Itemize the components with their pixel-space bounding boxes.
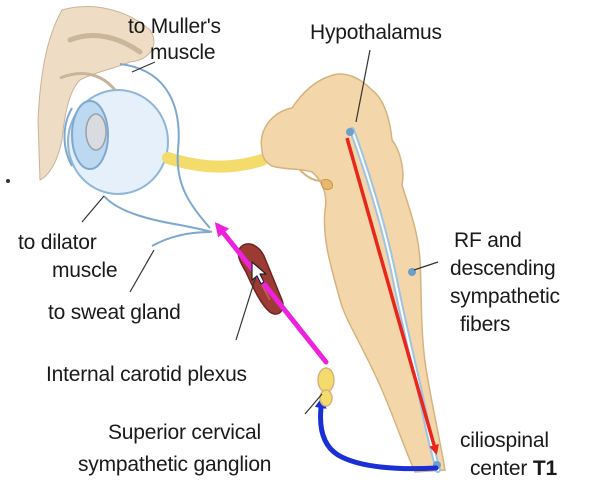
label-t1: T1 bbox=[533, 457, 557, 480]
label-rf-and: RF and bbox=[454, 228, 522, 254]
label-sweat-gland: to sweat gland bbox=[48, 300, 181, 326]
third-order-neuron-arrow bbox=[218, 226, 326, 362]
label-superior-cervical: Superior cervical bbox=[108, 420, 261, 446]
label-center-prefix: center bbox=[470, 457, 533, 480]
superior-cervical-ganglion bbox=[318, 368, 334, 406]
label-sympathetic: sympathetic bbox=[450, 284, 560, 310]
label-to-dilator: to dilator bbox=[18, 230, 97, 256]
label-sympathetic-ganglion: sympathetic ganglion bbox=[78, 452, 271, 478]
label-hypothalamus: Hypothalamus bbox=[310, 20, 442, 46]
label-mullers-muscle: muscle bbox=[150, 40, 215, 66]
label-descending: descending bbox=[450, 256, 555, 282]
label-ciliospinal: ciliospinal bbox=[460, 428, 549, 454]
label-internal-carotid-plexus: Internal carotid plexus bbox=[46, 362, 247, 388]
label-to-mullers: to Muller's bbox=[128, 14, 221, 40]
label-fibers: fibers bbox=[460, 312, 510, 338]
label-center-t1: center T1 bbox=[470, 456, 557, 482]
lens bbox=[86, 114, 106, 150]
label-dilator-muscle: muscle bbox=[52, 258, 117, 284]
optic-nerve bbox=[168, 158, 262, 167]
